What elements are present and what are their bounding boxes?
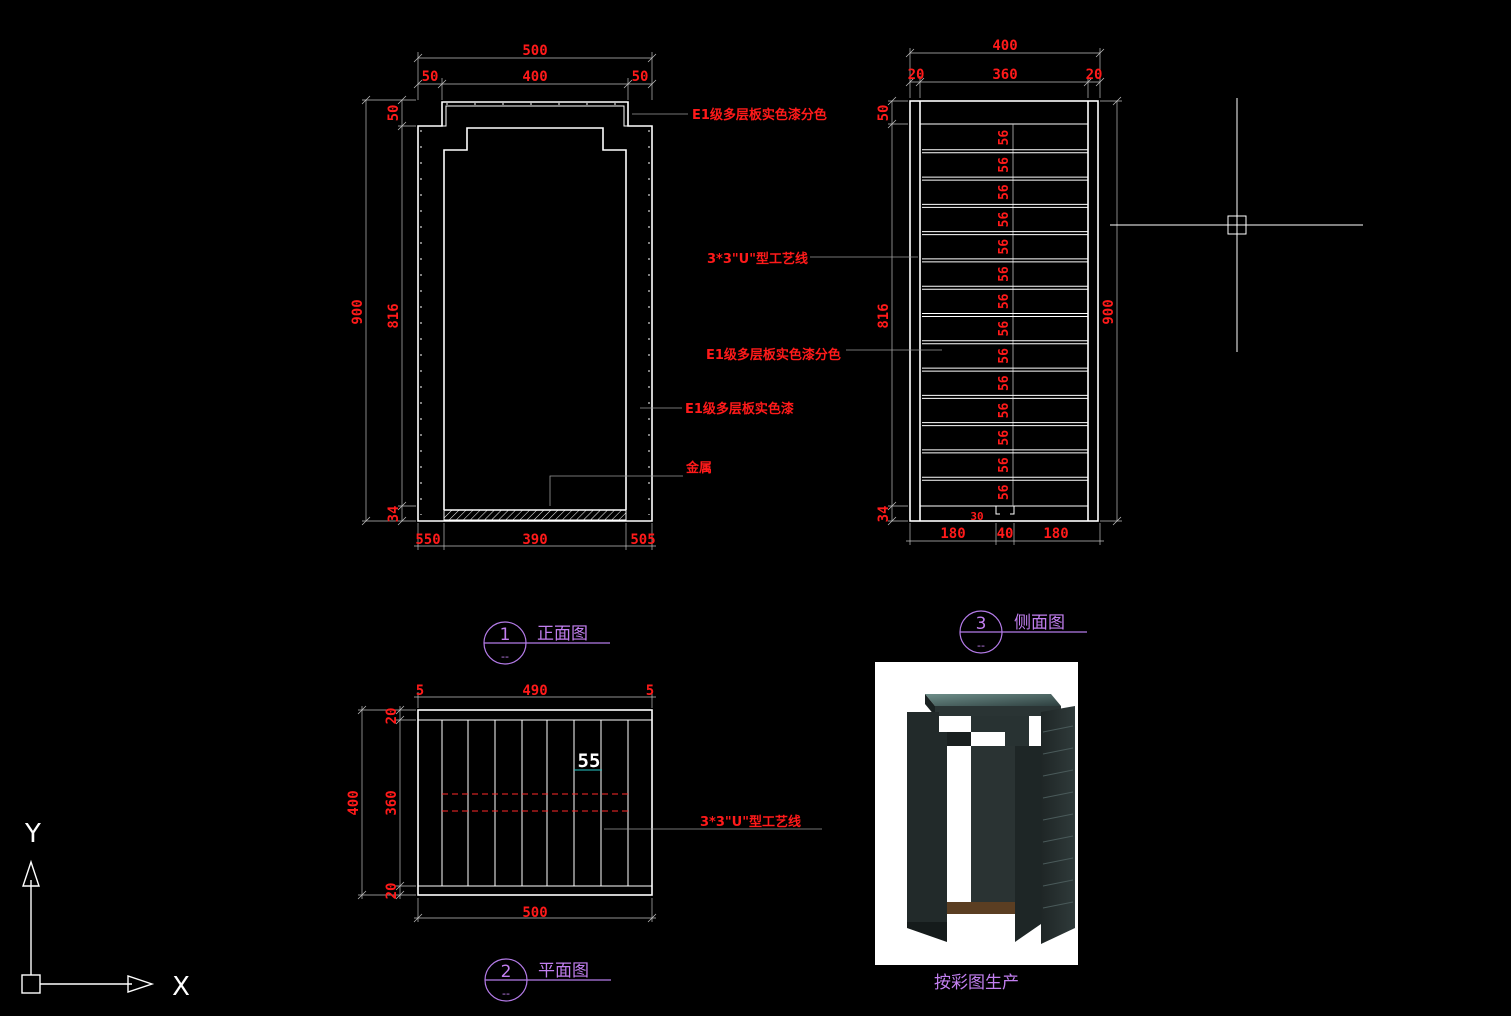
front-note-paint-split: E1级多层板实色漆分色 bbox=[692, 107, 827, 123]
side-dim-slat-pitch: 56 bbox=[997, 212, 1012, 228]
side-dim-groove-small: 30 bbox=[970, 510, 983, 523]
front-dim-base-height: 34 bbox=[386, 506, 402, 523]
side-note-paint-split: E1级多层板实色漆分色 bbox=[706, 347, 841, 363]
front-metal-base bbox=[443, 509, 627, 521]
plan-dim-top-left: 5 bbox=[416, 683, 424, 699]
plan-dim-slat-spacing: 55 bbox=[578, 750, 601, 772]
front-opening bbox=[443, 127, 627, 510]
plan-title-label: 平面图 bbox=[538, 961, 589, 981]
side-dim-bottom-right: 180 bbox=[1043, 526, 1068, 542]
plan-outline bbox=[417, 709, 653, 896]
front-outline bbox=[417, 101, 653, 522]
plan-dim-bottom: 500 bbox=[522, 905, 547, 921]
front-note-paint: E1级多层板实色漆 bbox=[685, 401, 794, 417]
side-dim-slat-pitch: 56 bbox=[997, 348, 1012, 364]
side-title-label: 侧面图 bbox=[1014, 613, 1065, 633]
side-dim-top-right: 20 bbox=[1086, 67, 1103, 83]
side-dim-slat-pitch: 56 bbox=[997, 157, 1012, 173]
side-groove-detail bbox=[995, 506, 1015, 515]
side-dim-overall-height: 900 bbox=[1101, 299, 1117, 324]
front-view: 500 50 400 50 900 816 50 34 550 390 505 … bbox=[350, 43, 827, 665]
plan-title-number: 2 bbox=[501, 962, 512, 982]
side-dim-slat-pitch: 56 bbox=[997, 321, 1012, 337]
front-title-number: 1 bbox=[500, 625, 511, 645]
stool-render-icon bbox=[907, 694, 1075, 944]
front-title-label: 正面图 bbox=[537, 624, 588, 644]
side-slat-pitch-dims: 56 56 56 56 56 56 56 56 56 56 56 56 56 56 bbox=[997, 130, 1012, 501]
side-dim-slat-pitch: 56 bbox=[997, 484, 1012, 500]
side-view-title: 3 -- 侧面图 bbox=[959, 610, 1087, 654]
ucs-axis-icon: Y X bbox=[21, 819, 190, 1002]
front-dim-top-right: 50 bbox=[632, 69, 649, 85]
plan-dim-overall-depth: 400 bbox=[346, 790, 362, 815]
side-title-number: 3 bbox=[976, 614, 987, 634]
front-dim-inner-height: 816 bbox=[386, 303, 402, 328]
side-dim-top-mid: 360 bbox=[992, 67, 1017, 83]
plan-dim-inner-depth: 360 bbox=[384, 790, 400, 815]
side-dim-slat-pitch: 56 bbox=[997, 293, 1012, 309]
side-dim-slat-pitch: 56 bbox=[997, 239, 1012, 255]
plan-note-groove: 3*3"U"型工艺线 bbox=[700, 814, 801, 830]
side-dim-inner-height: 816 bbox=[876, 303, 892, 328]
front-dim-bottom-left: 550 bbox=[415, 532, 440, 548]
side-dim-slat-pitch: 56 bbox=[997, 403, 1012, 419]
side-dim-slat-pitch: 56 bbox=[997, 430, 1012, 446]
front-dim-overall-height: 900 bbox=[350, 299, 366, 324]
side-view: 400 20 360 20 50 816 34 900 565656565656… bbox=[706, 38, 1122, 654]
plan-slats bbox=[467, 720, 602, 886]
side-dim-base-height: 34 bbox=[876, 506, 892, 523]
front-dim-bottom-right: 505 bbox=[630, 532, 655, 548]
front-dim-cap-height: 50 bbox=[386, 105, 402, 122]
side-dim-slat-pitch: 56 bbox=[997, 184, 1012, 200]
crosshair-cursor-icon[interactable] bbox=[1110, 98, 1363, 352]
ucs-x-label: X bbox=[172, 972, 190, 1002]
front-dim-bottom-mid: 390 bbox=[522, 532, 547, 548]
product-image-caption: 按彩图生产 bbox=[934, 973, 1019, 993]
plan-dim-edge-top: 20 bbox=[384, 708, 400, 725]
plan-dim-top-right: 5 bbox=[646, 683, 654, 699]
front-view-title: 1 -- 正面图 bbox=[483, 621, 610, 665]
plan-title-sub: -- bbox=[502, 987, 510, 1000]
side-dim-bottom-left: 180 bbox=[940, 526, 965, 542]
front-title-sub: -- bbox=[501, 650, 509, 663]
plan-view: 55 5 490 5 500 400 20 360 20 3*3"U"型工艺线 bbox=[346, 683, 822, 1002]
front-dim-overall-width: 500 bbox=[522, 43, 547, 59]
side-dim-slat-pitch: 56 bbox=[997, 130, 1012, 146]
plan-dim-top-mid: 490 bbox=[522, 683, 547, 699]
plan-dim-edge-bottom: 20 bbox=[384, 883, 400, 900]
side-dim-slat-pitch: 56 bbox=[997, 266, 1012, 282]
side-dim-slat-pitch: 56 bbox=[997, 375, 1012, 391]
side-dim-bottom-mid: 40 bbox=[997, 526, 1014, 542]
side-dim-overall-width: 400 bbox=[992, 38, 1017, 54]
side-dim-slat-pitch: 56 bbox=[997, 457, 1012, 473]
side-title-sub: -- bbox=[977, 639, 985, 652]
plan-view-title: 2 -- 平面图 bbox=[484, 958, 611, 1002]
ucs-y-label: Y bbox=[24, 819, 41, 849]
side-dim-cap-height: 50 bbox=[876, 105, 892, 122]
side-note-groove: 3*3"U"型工艺线 bbox=[707, 251, 808, 267]
side-slats bbox=[922, 149, 1088, 481]
front-note-metal: 金属 bbox=[685, 460, 712, 476]
front-dim-top-mid: 400 bbox=[522, 69, 547, 85]
front-dim-top-left: 50 bbox=[422, 69, 439, 85]
side-dim-top-left: 20 bbox=[908, 67, 925, 83]
product-reference-image bbox=[875, 662, 1078, 965]
side-outline bbox=[909, 100, 1099, 522]
front-cap-inner-line bbox=[422, 105, 648, 127]
